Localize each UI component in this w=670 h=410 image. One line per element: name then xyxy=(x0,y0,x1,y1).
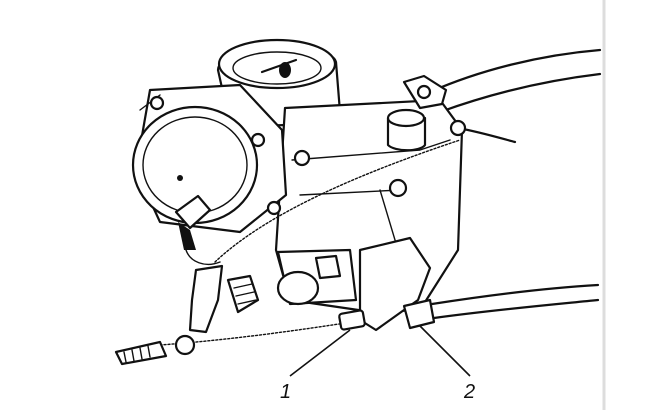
fuel-inlet-banjo xyxy=(402,74,448,110)
cable-adjuster xyxy=(338,283,600,331)
vent-tube xyxy=(456,126,517,144)
choke-housing xyxy=(131,83,288,234)
idle-jet-cap xyxy=(386,108,427,152)
cable-end-swivel xyxy=(114,334,196,366)
leader-line-2 xyxy=(419,325,471,377)
choke-connector xyxy=(174,194,221,266)
lower-assembly xyxy=(226,248,358,314)
fuel-hose-upper xyxy=(428,48,602,114)
callout-label-1: 1 xyxy=(280,381,291,403)
callout-label-2: 2 xyxy=(463,381,475,403)
mounting-nuts xyxy=(293,119,467,198)
leader-line-1 xyxy=(289,329,351,377)
